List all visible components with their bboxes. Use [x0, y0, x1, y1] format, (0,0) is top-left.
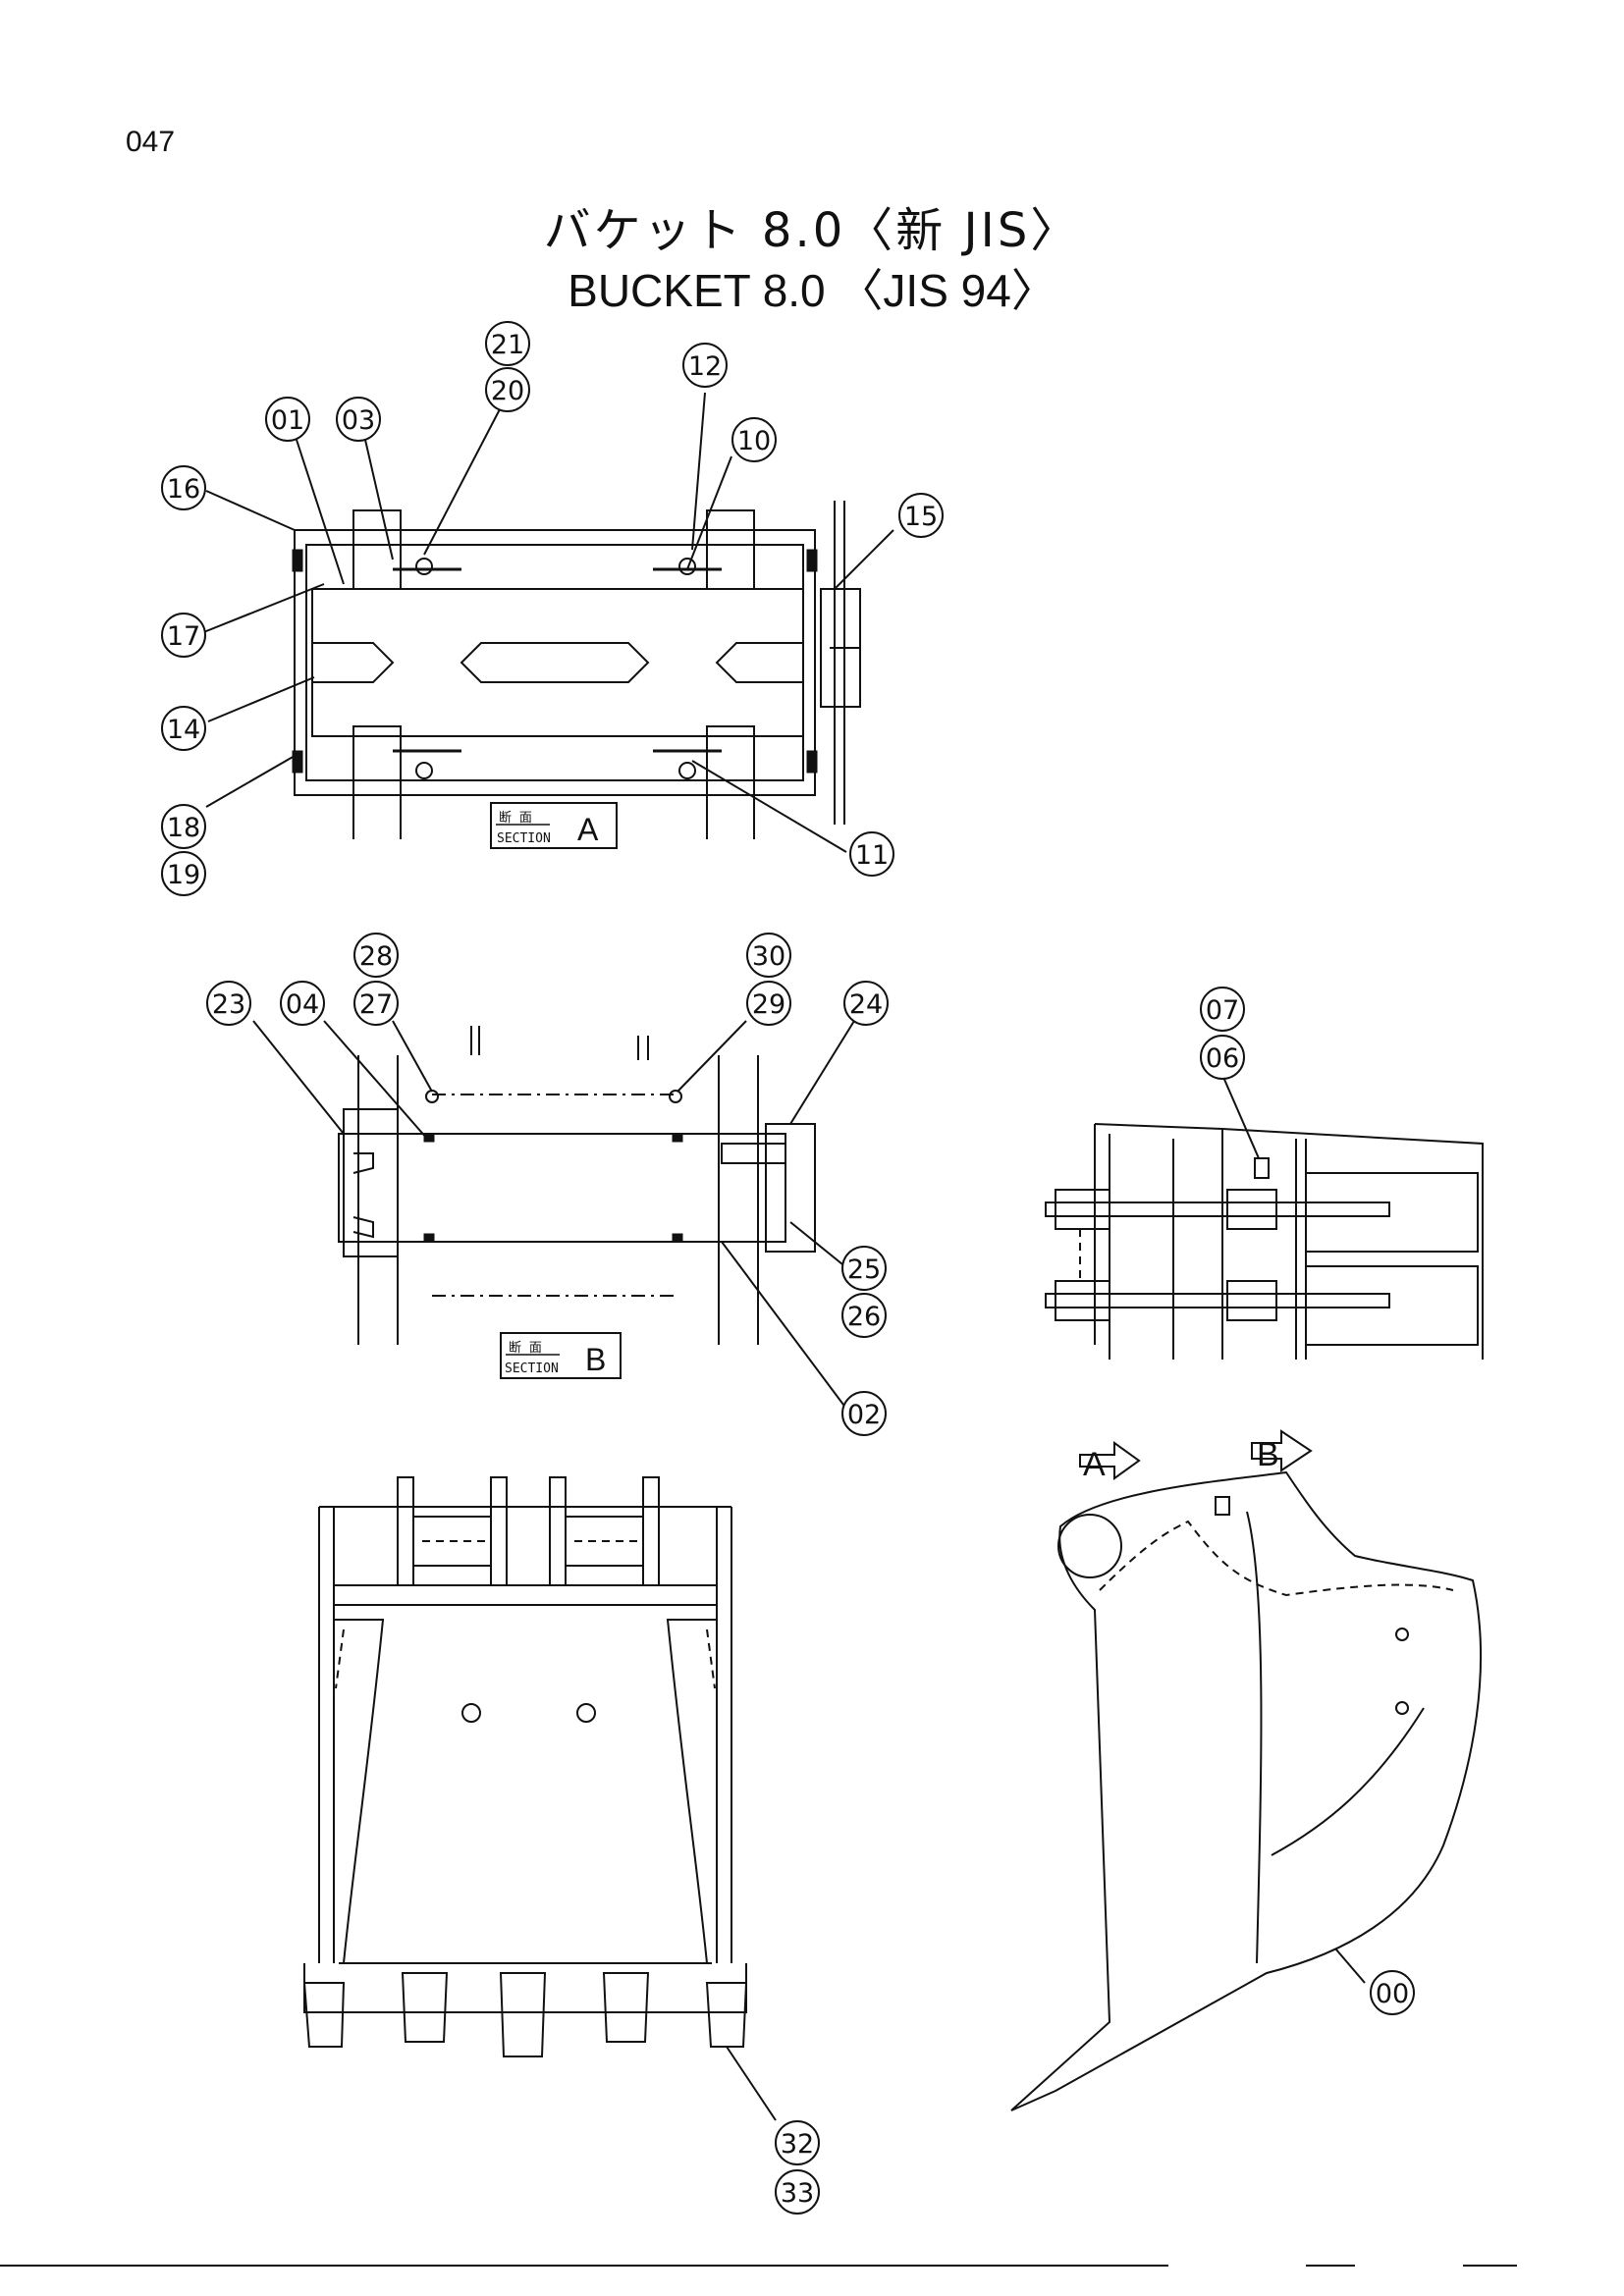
callout-33: 33	[775, 2169, 820, 2215]
callout-24: 24	[843, 981, 889, 1026]
svg-text:14: 14	[167, 715, 200, 745]
svg-text:21: 21	[491, 330, 524, 360]
svg-text:11: 11	[855, 840, 889, 871]
title-japanese: バケット 8.0〈新 JIS〉	[543, 203, 1081, 258]
svg-text:03: 03	[342, 405, 375, 436]
callout-10: 10	[731, 417, 777, 462]
svg-text:26: 26	[847, 1302, 881, 1332]
svg-text:19: 19	[167, 860, 200, 890]
view-arrow-b: B	[1257, 1436, 1279, 1473]
section-b-view: 断 面 SECTION B	[338, 1026, 816, 1379]
svg-text:06: 06	[1206, 1043, 1239, 1074]
svg-text:断 面: 断 面	[509, 1341, 542, 1356]
svg-text:27: 27	[359, 989, 393, 1020]
callout-16: 16	[161, 465, 206, 510]
svg-text:15: 15	[904, 502, 938, 532]
callout-00: 00	[1370, 1970, 1415, 2015]
callout-01: 01	[265, 397, 310, 442]
callout-07: 07	[1200, 987, 1245, 1032]
title-english: BUCKET 8.0 〈JIS 94〉	[568, 265, 1056, 316]
svg-text:SECTION: SECTION	[505, 1362, 559, 1376]
svg-text:10: 10	[737, 426, 771, 456]
svg-text:18: 18	[167, 813, 200, 843]
callout-02: 02	[841, 1391, 887, 1436]
callout-06: 06	[1200, 1035, 1245, 1080]
svg-text:SECTION: SECTION	[497, 831, 551, 846]
svg-text:16: 16	[167, 474, 200, 505]
section-b-label: 断 面 SECTION B	[500, 1332, 622, 1379]
callout-28: 28	[353, 933, 399, 978]
callout-23: 23	[206, 981, 251, 1026]
svg-text:25: 25	[847, 1255, 881, 1285]
callout-29: 29	[746, 981, 791, 1026]
svg-text:断 面: 断 面	[499, 811, 532, 826]
view-arrow-a: A	[1083, 1446, 1106, 1483]
svg-text:23: 23	[212, 989, 245, 1020]
callout-25: 25	[841, 1246, 887, 1291]
callout-12: 12	[682, 343, 728, 388]
svg-text:24: 24	[849, 989, 883, 1020]
svg-text:07: 07	[1206, 995, 1239, 1026]
callout-18: 18	[161, 804, 206, 849]
callout-27: 27	[353, 981, 399, 1026]
callout-04: 04	[280, 981, 325, 1026]
section-a-view: 断 面 SECTION A	[292, 501, 861, 849]
svg-text:28: 28	[359, 941, 393, 972]
callout-20: 20	[485, 367, 530, 412]
callout-32: 32	[775, 2120, 820, 2165]
svg-text:A: A	[577, 812, 599, 847]
bucket-side-profile: A B	[1010, 1429, 1483, 2111]
leader-lines	[200, 392, 1366, 2121]
svg-text:17: 17	[167, 621, 200, 652]
callout-21: 21	[485, 321, 530, 366]
svg-text:20: 20	[491, 376, 524, 406]
side-detail-view	[1045, 1123, 1484, 1360]
svg-text:01: 01	[271, 405, 304, 436]
callout-03: 03	[336, 397, 381, 442]
callout-11: 11	[849, 831, 894, 877]
svg-text:B: B	[585, 1342, 606, 1377]
callout-26: 26	[841, 1293, 887, 1338]
callout-14: 14	[161, 706, 206, 751]
svg-text:32: 32	[781, 2129, 814, 2160]
svg-text:30: 30	[752, 941, 785, 972]
svg-text:00: 00	[1376, 1979, 1409, 2009]
svg-text:04: 04	[286, 989, 319, 1020]
section-a-label: 断 面 SECTION A	[490, 802, 618, 849]
callout-30: 30	[746, 933, 791, 978]
callout-17: 17	[161, 613, 206, 658]
callout-19: 19	[161, 851, 206, 896]
bucket-front-view	[302, 1476, 748, 2057]
svg-text:02: 02	[847, 1400, 881, 1430]
svg-text:33: 33	[781, 2178, 814, 2209]
svg-text:29: 29	[752, 989, 785, 1020]
callout-15: 15	[898, 493, 944, 538]
svg-text:12: 12	[688, 351, 722, 382]
page-number: 047	[126, 126, 176, 158]
